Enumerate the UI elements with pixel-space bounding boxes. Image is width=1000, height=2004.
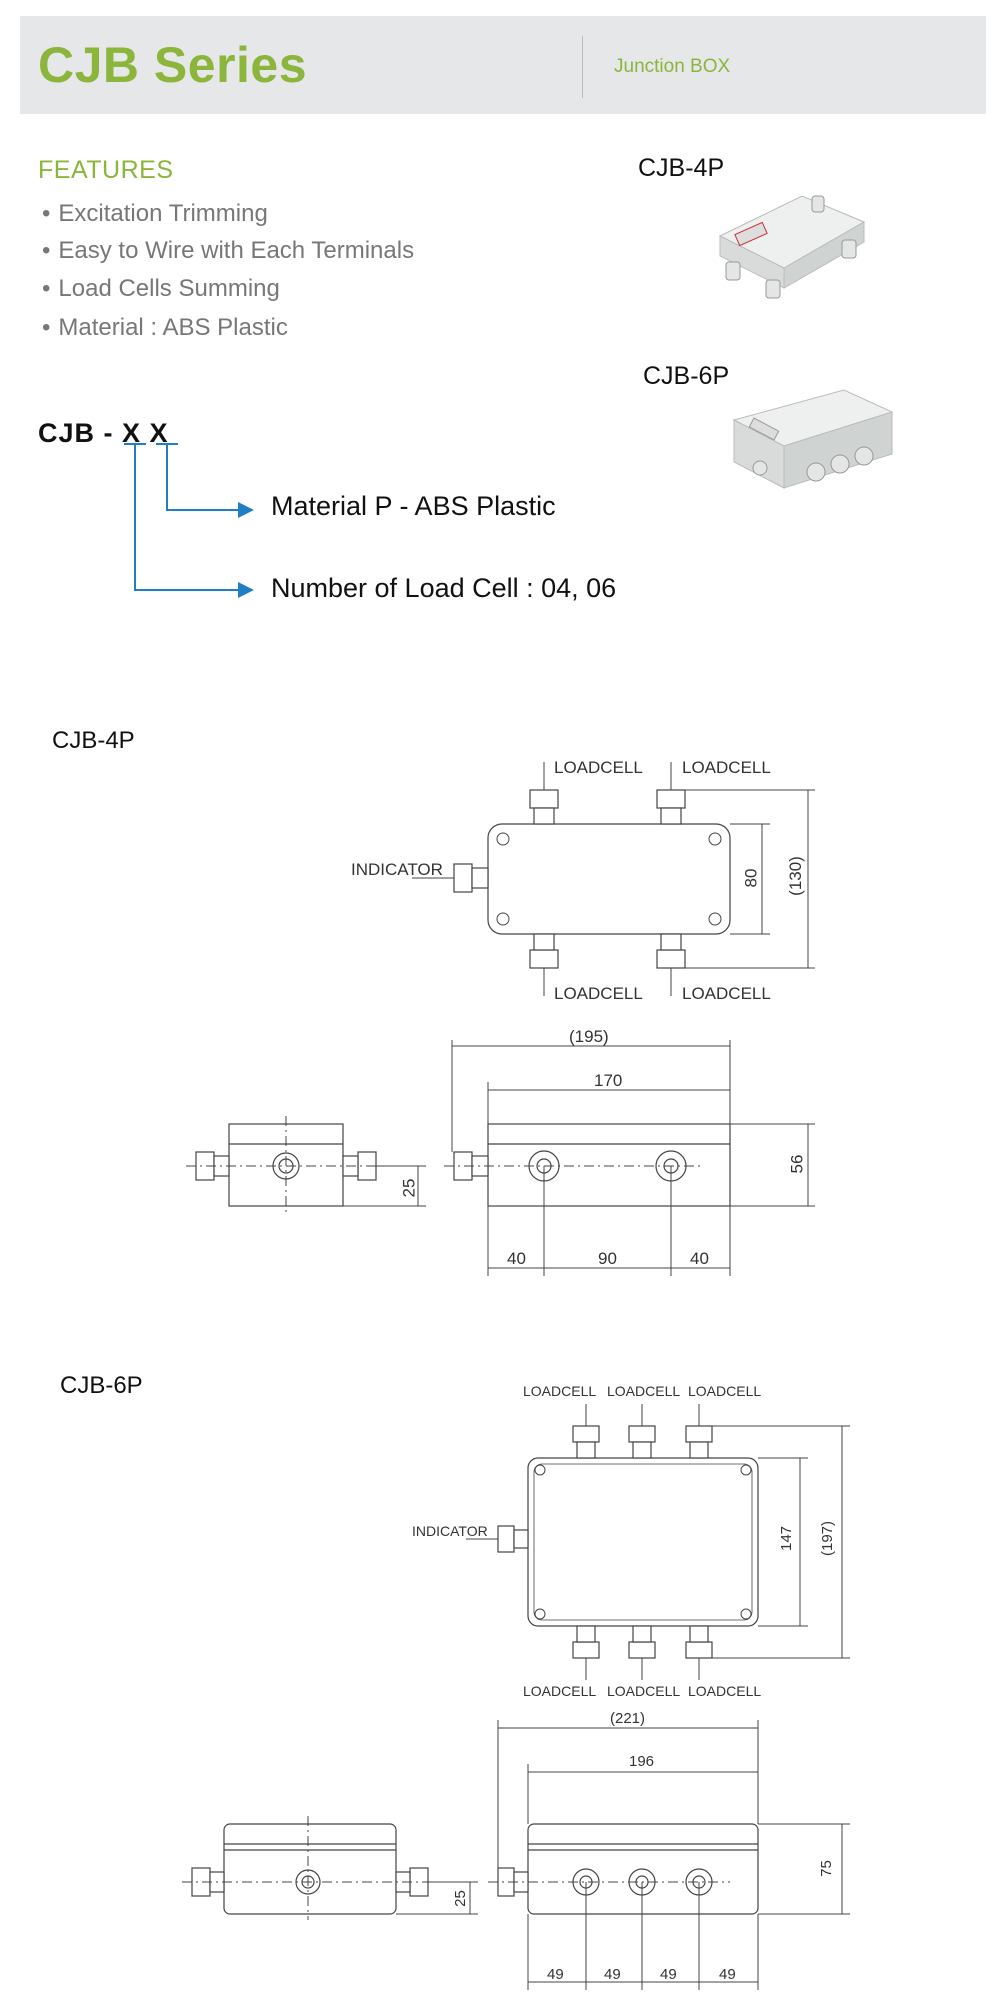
- loadcell-label: LOADCELL: [607, 1683, 681, 1699]
- dim-80: 80: [741, 868, 761, 888]
- dim-197: (197): [819, 1520, 837, 1557]
- header-subtitle: Junction BOX: [614, 56, 731, 77]
- dim-40: 40: [507, 1249, 526, 1268]
- code-arrows: [124, 443, 254, 598]
- feature-item: Excitation Trimming: [42, 200, 267, 228]
- loadcell-label: LOADCELL: [554, 984, 643, 1003]
- dim-25: 25: [399, 1178, 419, 1198]
- header-divider: [582, 36, 583, 98]
- features-heading: FEATURES: [38, 156, 174, 184]
- dim-147: 147: [778, 1525, 796, 1552]
- series-title: CJB Series: [38, 37, 308, 93]
- product-label-cjb4p: CJB-4P: [638, 154, 725, 182]
- dim-170: 170: [594, 1071, 623, 1090]
- loadcell-count-description: Number of Load Cell : 04, 06: [271, 573, 617, 603]
- dim-49: 49: [719, 1966, 736, 1983]
- loadcell-label: LOADCELL: [688, 1683, 762, 1699]
- dim-40: 40: [690, 1249, 709, 1268]
- cjb4p-photo: [718, 195, 866, 299]
- dim-221: (221): [610, 1710, 646, 1727]
- loadcell-label: LOADCELL: [688, 1383, 762, 1399]
- product-label-cjb6p: CJB-6P: [643, 362, 730, 390]
- dim-75: 75: [817, 1860, 835, 1877]
- dim-49: 49: [660, 1966, 677, 1983]
- loadcell-label: LOADCELL: [523, 1683, 597, 1699]
- dim-196: 196: [629, 1753, 655, 1770]
- indicator-label: INDICATOR: [412, 1523, 488, 1539]
- loadcell-label: LOADCELL: [523, 1383, 597, 1399]
- dim-25: 25: [451, 1890, 469, 1907]
- cjb4p-drawing-title: CJB-4P: [52, 727, 135, 754]
- cjb6p-photo: [732, 389, 894, 489]
- dim-49: 49: [604, 1966, 621, 1983]
- cjb6p-drawing-title: CJB-6P: [60, 1372, 143, 1399]
- loadcell-label: LOADCELL: [554, 758, 643, 777]
- header-bar: [20, 16, 986, 114]
- dim-49: 49: [547, 1966, 564, 1983]
- dim-56: 56: [787, 1154, 807, 1174]
- dim-130: (130): [785, 856, 805, 896]
- loadcell-label: LOADCELL: [682, 984, 771, 1003]
- loadcell-label: LOADCELL: [607, 1383, 681, 1399]
- indicator-label: INDICATOR: [351, 860, 443, 879]
- feature-item: Easy to Wire with Each Terminals: [42, 237, 414, 265]
- feature-item: Material : ABS Plastic: [42, 314, 287, 342]
- dim-195: (195): [569, 1027, 609, 1046]
- material-description: Material P - ABS Plastic: [271, 491, 556, 521]
- dim-90: 90: [598, 1249, 617, 1268]
- feature-item: Load Cells Summing: [42, 275, 279, 303]
- loadcell-label: LOADCELL: [682, 758, 771, 777]
